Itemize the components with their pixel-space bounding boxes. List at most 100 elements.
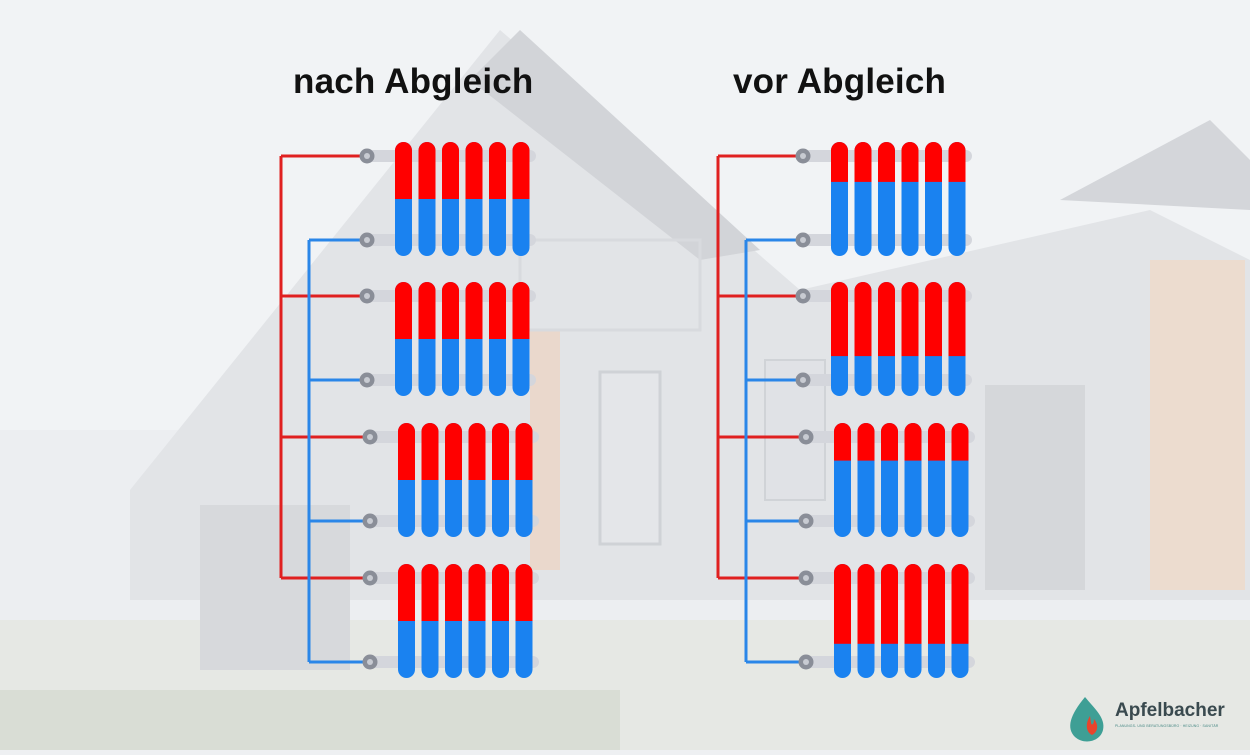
radiator-column — [834, 564, 851, 678]
valve-center — [800, 237, 806, 243]
radiator-column — [418, 142, 436, 256]
hot-section — [442, 142, 459, 199]
hot-section — [904, 564, 922, 644]
radiator-column — [951, 564, 969, 678]
radiator-column — [395, 142, 412, 256]
hot-section — [512, 282, 530, 339]
hot-section — [398, 423, 415, 480]
valve-center — [803, 434, 809, 440]
radiator-column — [878, 142, 895, 256]
pipes — [279, 154, 368, 664]
hot-section — [515, 564, 533, 621]
radiator-column — [881, 564, 898, 678]
radiator-column — [854, 282, 872, 396]
radiator-column — [442, 282, 459, 396]
radiator-column — [854, 142, 872, 256]
hot-section — [857, 564, 875, 644]
hot-section — [904, 423, 922, 461]
hot-section — [854, 282, 872, 357]
radiator — [367, 282, 536, 396]
radiator-column — [515, 423, 533, 537]
radiator-column — [901, 142, 919, 256]
radiator-column — [881, 423, 898, 537]
radiator-column — [951, 423, 969, 537]
radiator-diagram — [279, 142, 975, 678]
radiator — [806, 423, 975, 537]
hot-section — [465, 142, 483, 199]
logo-name: Apfelbacher — [1115, 700, 1225, 721]
valve-center — [367, 575, 373, 581]
hot-section — [854, 142, 872, 182]
valve-center — [364, 293, 370, 299]
radiator-column — [468, 423, 486, 537]
hot-section — [398, 564, 415, 621]
radiator — [803, 142, 972, 256]
radiator-column — [465, 282, 483, 396]
hot-section — [442, 282, 459, 339]
hot-section — [831, 142, 848, 182]
hot-section — [492, 423, 509, 480]
hot-section — [395, 142, 412, 199]
radiator — [370, 564, 539, 678]
radiator-column — [925, 282, 942, 396]
radiator — [803, 282, 972, 396]
valves — [795, 148, 814, 670]
radiator-column — [418, 282, 436, 396]
valve-center — [364, 377, 370, 383]
valve-center — [800, 377, 806, 383]
hot-section — [468, 423, 486, 480]
radiator-column — [904, 564, 922, 678]
valve-center — [803, 575, 809, 581]
hot-section — [878, 142, 895, 182]
hot-section — [928, 564, 945, 644]
radiator-column — [857, 423, 875, 537]
hot-section — [878, 282, 895, 357]
hot-section — [948, 282, 966, 357]
radiator-column — [395, 282, 412, 396]
hot-section — [901, 142, 919, 182]
radiator — [370, 423, 539, 537]
radiator-column — [512, 142, 530, 256]
radiator-column — [925, 142, 942, 256]
hot-section — [421, 564, 439, 621]
hot-section — [925, 282, 942, 357]
hot-section — [831, 282, 848, 357]
water-drop-flame-icon — [1070, 697, 1104, 742]
hot-section — [418, 282, 436, 339]
valve-center — [364, 153, 370, 159]
hot-section — [445, 564, 462, 621]
valve-center — [803, 518, 809, 524]
hot-section — [515, 423, 533, 480]
hot-section — [951, 564, 969, 644]
radiator-column — [468, 564, 486, 678]
hot-section — [489, 282, 506, 339]
title-after-balancing: nach Abgleich — [293, 62, 534, 101]
radiator — [806, 564, 975, 678]
radiator-column — [948, 142, 966, 256]
valve-center — [800, 293, 806, 299]
hot-section — [881, 423, 898, 461]
valve-center — [800, 153, 806, 159]
radiator-column — [857, 564, 875, 678]
radiator-column — [421, 564, 439, 678]
radiator-column — [445, 564, 462, 678]
radiator-column — [834, 423, 851, 537]
hot-section — [421, 423, 439, 480]
radiator-column — [445, 423, 462, 537]
hot-section — [468, 564, 486, 621]
pipes — [716, 154, 804, 664]
hot-section — [834, 564, 851, 644]
panel-nach — [279, 142, 539, 678]
valve-center — [367, 434, 373, 440]
valve-center — [803, 659, 809, 665]
hot-section — [418, 142, 436, 199]
valve-center — [364, 237, 370, 243]
hot-section — [951, 423, 969, 461]
radiator — [367, 142, 536, 256]
panel-vor — [716, 142, 975, 678]
hot-section — [489, 142, 506, 199]
radiator-column — [901, 282, 919, 396]
